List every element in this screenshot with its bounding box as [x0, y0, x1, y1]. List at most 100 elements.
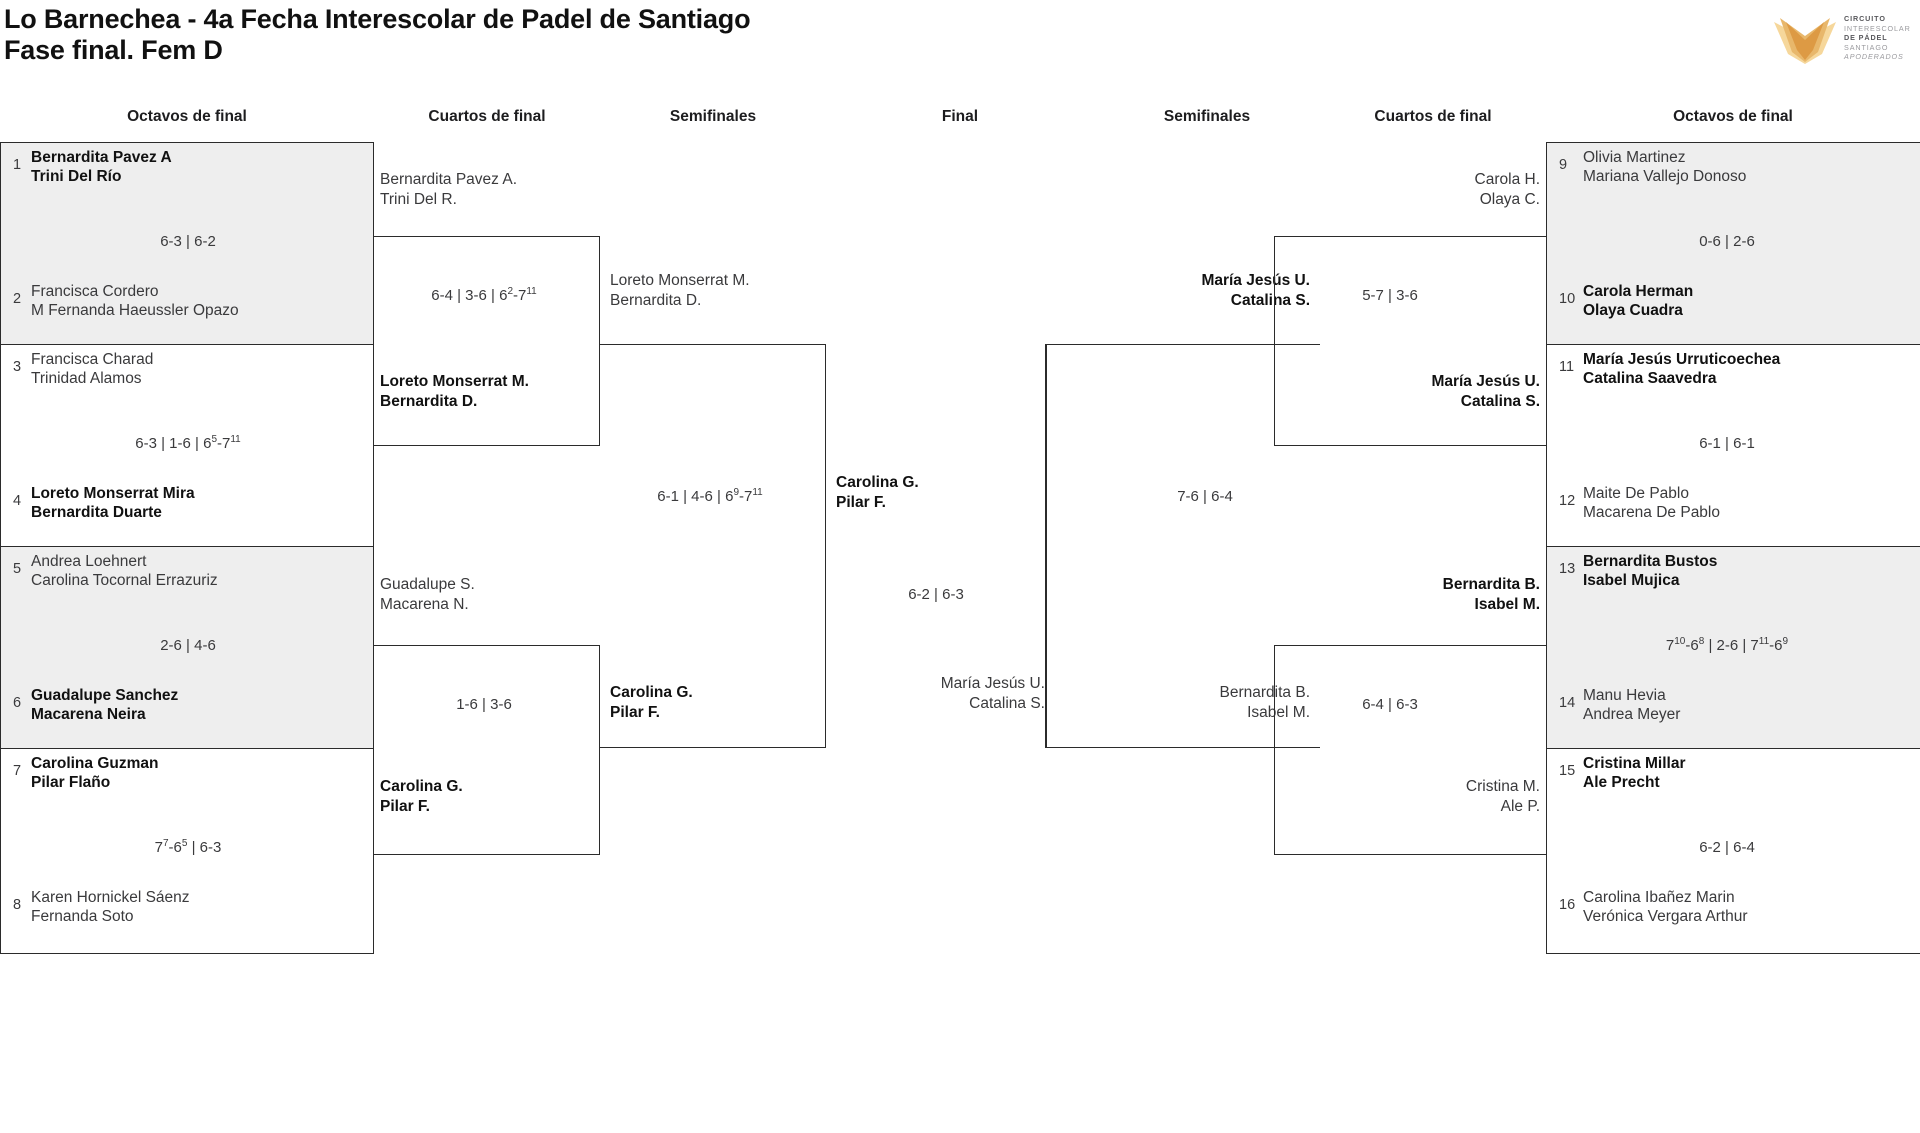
team-name-top-1: Carolina Guzman — [31, 755, 159, 772]
team-name-bottom-1: Loreto Monserrat Mira — [31, 485, 195, 502]
qf-r1-team-top-1: Carola H. — [1474, 171, 1540, 188]
team-name-bottom-1: Carolina Ibañez Marin — [1583, 889, 1735, 906]
logo-text: CIRCUITO INTERESCOLAR DE PÁDEL SANTIAGO … — [1844, 14, 1914, 62]
seed-number: 4 — [13, 493, 22, 509]
qf-l1-team-top-2: Trini Del R. — [380, 191, 457, 208]
match-score: 6-3 | 6-2 — [160, 233, 216, 250]
team-name-bottom-2: Olaya Cuadra — [1583, 302, 1683, 319]
match-block-r4[interactable]: 15 Cristina Millar Ale Precht 6-2 | 6-4 … — [1546, 748, 1920, 954]
match-block-l2[interactable]: 3 Francisca Charad Trinidad Alamos 6-3 |… — [0, 344, 374, 546]
column-header-right-qf: Cuartos de final — [1374, 108, 1492, 125]
team-name-top-1: Cristina Millar — [1583, 755, 1686, 772]
final-team-top-2: Pilar F. — [836, 494, 886, 511]
match-block-r1[interactable]: 9 Olivia Martinez Mariana Vallejo Donoso… — [1546, 142, 1920, 344]
qf-r1-team-bottom-1: María Jesús U. — [1431, 373, 1540, 390]
team-name-bottom-2: Macarena De Pablo — [1583, 504, 1720, 521]
seed-number: 10 — [1559, 291, 1576, 307]
final-score: 6-2 | 6-3 — [908, 586, 964, 603]
sf-r-team-top-1: María Jesús U. — [1201, 272, 1310, 289]
sf-l-team-bottom-1: Carolina G. — [610, 684, 693, 701]
match-score: 6-1 | 4-6 | 69-711 — [657, 487, 763, 506]
qf-l2-team-bottom-1: Carolina G. — [380, 778, 463, 795]
qf-l2-team-top-2: Macarena N. — [380, 596, 469, 613]
seed-number: 3 — [13, 359, 22, 375]
match-score: 1-6 | 3-6 — [456, 696, 512, 713]
qf-r2-box[interactable]: 6-4 | 6-3 — [1274, 645, 1546, 855]
final-team-top-1: Carolina G. — [836, 474, 919, 491]
match-block-l1[interactable]: 1 Bernardita Pavez A Trini Del Río 6-3 |… — [0, 142, 374, 344]
column-header-left-r16: Octavos de final — [127, 108, 247, 125]
team-name-top-1: Andrea Loehnert — [31, 553, 147, 570]
column-header-right-r16: Octavos de final — [1673, 108, 1793, 125]
match-score: 77-65 | 6-3 — [154, 838, 222, 857]
column-header-final: Final — [941, 108, 979, 125]
team-name-top-1: María Jesús Urruticoechea — [1583, 351, 1781, 368]
qf-l2-team-bottom-2: Pilar F. — [380, 798, 430, 815]
match-score: 7-6 | 6-4 — [1177, 488, 1233, 505]
sf-l-team-bottom-2: Pilar F. — [610, 704, 660, 721]
qf-l1-team-bottom-1: Loreto Monserrat M. — [380, 373, 529, 390]
match-score: 6-3 | 1-6 | 65-711 — [135, 434, 241, 453]
team-name-bottom-1: Francisca Cordero — [31, 283, 159, 300]
team-name-bottom-2: Macarena Neira — [31, 706, 146, 723]
seed-number: 5 — [13, 561, 22, 577]
seed-number: 6 — [13, 695, 22, 711]
qf-r2-team-top-1: Bernardita B. — [1442, 576, 1540, 593]
seed-number: 14 — [1559, 695, 1576, 711]
qf-r2-team-bottom-1: Cristina M. — [1465, 778, 1540, 795]
match-block-l3[interactable]: 5 Andrea Loehnert Carolina Tocornal Erra… — [0, 546, 374, 748]
logo-arrow-icon — [1774, 18, 1836, 64]
column-header-left-qf: Cuartos de final — [428, 108, 546, 125]
sf-l-team-top-1: Loreto Monserrat M. — [610, 272, 750, 289]
team-name-bottom-2: Bernardita Duarte — [31, 504, 162, 521]
final-divider — [1045, 344, 1047, 748]
team-name-bottom-2: Andrea Meyer — [1583, 706, 1681, 723]
seed-number: 12 — [1559, 493, 1576, 509]
title-line-2: Fase final. Fem D — [4, 35, 223, 65]
match-block-r2[interactable]: 11 María Jesús Urruticoechea Catalina Sa… — [1546, 344, 1920, 546]
qf-r1-box[interactable]: 5-7 | 3-6 — [1274, 236, 1546, 446]
qf-r2-team-top-2: Isabel M. — [1474, 596, 1540, 613]
column-header-right-sf: Semifinales — [1163, 108, 1251, 125]
sf-l-team-top-2: Bernardita D. — [610, 292, 702, 309]
team-name-bottom-1: Guadalupe Sanchez — [31, 687, 179, 704]
logo-line-3: DE PÁDEL — [1844, 33, 1888, 43]
sf-l-box[interactable]: 6-1 | 4-6 | 69-711 — [600, 344, 826, 748]
team-name-top-2: Catalina Saavedra — [1583, 370, 1717, 387]
sf-r-box[interactable]: 7-6 | 6-4 — [1045, 344, 1320, 748]
logo-line-1: CIRCUITO — [1844, 14, 1886, 23]
qf-r1-team-bottom-2: Catalina S. — [1460, 393, 1540, 410]
match-score: 6-2 | 6-4 — [1699, 839, 1755, 856]
seed-number: 7 — [13, 763, 22, 779]
circuito-logo: CIRCUITO INTERESCOLAR DE PÁDEL SANTIAGO … — [1772, 8, 1912, 70]
team-name-top-2: Isabel Mujica — [1583, 572, 1680, 589]
sf-r-team-bottom-1: Bernardita B. — [1219, 684, 1310, 701]
match-score: 5-7 | 3-6 — [1362, 287, 1418, 304]
logo-line-5: APODERADOS — [1844, 52, 1904, 62]
team-name-top-2: Trini Del Río — [31, 168, 122, 185]
qf-r1-team-top-2: Olaya C. — [1479, 191, 1540, 208]
seed-number: 16 — [1559, 897, 1576, 913]
team-name-top-1: Bernardita Pavez A — [31, 149, 172, 166]
qf-l1-team-bottom-2: Bernardita D. — [380, 393, 478, 410]
team-name-bottom-1: Carola Herman — [1583, 283, 1694, 300]
match-block-r3[interactable]: 13 Bernardita Bustos Isabel Mujica 710-6… — [1546, 546, 1920, 748]
qf-l1-box[interactable]: 6-4 | 3-6 | 62-711 — [374, 236, 600, 446]
column-header-left-sf: Semifinales — [669, 108, 757, 125]
team-name-bottom-1: Karen Hornickel Sáenz — [31, 889, 190, 906]
qf-l2-box[interactable]: 1-6 | 3-6 — [374, 645, 600, 855]
qf-r2-team-bottom-2: Ale P. — [1500, 798, 1540, 815]
match-score: 6-4 | 6-3 — [1362, 696, 1418, 713]
qf-l1-team-top-1: Bernardita Pavez A. — [380, 171, 517, 188]
seed-number: 8 — [13, 897, 22, 913]
match-block-l4[interactable]: 7 Carolina Guzman Pilar Flaño 77-65 | 6-… — [0, 748, 374, 954]
team-name-top-2: Mariana Vallejo Donoso — [1583, 168, 1747, 185]
team-name-top-1: Olivia Martinez — [1583, 149, 1686, 166]
seed-number: 2 — [13, 291, 22, 307]
logo-line-2: INTERESCOLAR — [1844, 23, 1911, 33]
team-name-top-2: Trinidad Alamos — [31, 370, 142, 387]
title-line-1: Lo Barnechea - 4a Fecha Interescolar de … — [4, 4, 751, 34]
match-score: 2-6 | 4-6 — [160, 637, 216, 654]
final-team-bottom-1: María Jesús U. — [940, 675, 1045, 692]
